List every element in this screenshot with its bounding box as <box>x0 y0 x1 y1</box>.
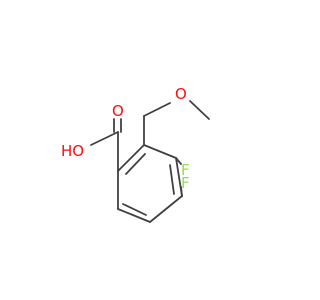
bond-ring-inner-2 <box>169 164 175 195</box>
bond-ring-inner-3 <box>122 203 147 216</box>
fluorine-4-label: F <box>181 174 190 192</box>
bond-ring-c1-c2 <box>117 144 145 172</box>
bond-hydroxyl <box>90 131 119 146</box>
bond-c4-f <box>180 186 183 197</box>
carbonyl-oxygen-label: O <box>112 102 124 120</box>
bond-ring-c5-c6 <box>117 208 151 223</box>
atom-labels: O O HO F F <box>61 85 190 192</box>
hydroxyl-label: HO <box>61 142 84 160</box>
bond-o-ch3 <box>189 100 210 120</box>
bond-ring-c4-c5 <box>149 195 183 223</box>
structure-canvas: O O HO F F <box>61 85 210 223</box>
bond-ring-c2-c3 <box>143 144 177 159</box>
bonds <box>90 100 210 223</box>
bond-c3-f <box>175 157 182 165</box>
molecule-drawing: O O HO F F <box>61 85 210 223</box>
bond-ring-inner-1 <box>125 153 146 175</box>
fluorine-3-label: F <box>181 161 190 179</box>
methoxy-oxygen-label: O <box>175 85 187 103</box>
bond-ch2-o <box>143 102 171 117</box>
